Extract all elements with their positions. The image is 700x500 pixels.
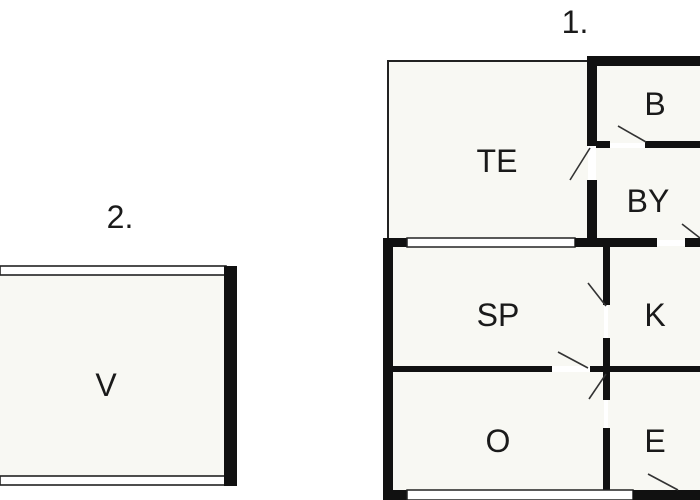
room-e-floor bbox=[608, 372, 700, 490]
wall-sp-o-right bbox=[590, 366, 610, 372]
room-k-floor bbox=[608, 246, 700, 366]
building-1-number: 1. bbox=[562, 4, 589, 40]
room-sp-label: SP bbox=[477, 297, 520, 333]
wall-b-by bbox=[645, 141, 700, 148]
room-v-floor bbox=[0, 268, 232, 484]
door-b bbox=[617, 125, 647, 143]
wall-sp-k-upper bbox=[603, 245, 610, 305]
window-o-bottom bbox=[406, 489, 634, 500]
room-te-floor bbox=[388, 61, 588, 240]
wall-k-e bbox=[608, 366, 700, 372]
room-o-label: O bbox=[486, 423, 511, 459]
room-b-floor bbox=[596, 61, 700, 143]
wall-b-by-left bbox=[596, 141, 610, 148]
room-o-floor bbox=[392, 372, 604, 490]
wall-row1-row2-left bbox=[383, 238, 407, 247]
wall-bottom-right bbox=[633, 490, 700, 500]
building-2: 2. V bbox=[0, 199, 237, 486]
wall-sp-o bbox=[392, 366, 552, 372]
wall-row1-row2-right bbox=[685, 238, 700, 247]
door-by bbox=[681, 223, 700, 239]
room-te-outline bbox=[387, 60, 592, 240]
room-te-label: TE bbox=[477, 143, 518, 179]
wall-row1-row2-mid bbox=[575, 238, 657, 247]
wall-bottom-left bbox=[383, 490, 407, 500]
door-sp-k bbox=[587, 282, 607, 307]
wall-te-b bbox=[587, 56, 597, 146]
room-by-label: BY bbox=[627, 183, 670, 219]
room-e-label: E bbox=[644, 423, 665, 459]
room-sp-floor bbox=[392, 246, 604, 366]
wall-left-sp-o bbox=[383, 238, 393, 500]
building-1: 1. bbox=[383, 4, 700, 500]
window-sp-top bbox=[406, 237, 576, 248]
room-v-window-top bbox=[0, 265, 227, 276]
room-v-window-bottom bbox=[0, 475, 227, 486]
room-v-wall-right bbox=[224, 266, 237, 486]
door-sp bbox=[557, 351, 589, 369]
door-e bbox=[647, 473, 679, 491]
wall-top-b bbox=[587, 56, 700, 66]
door-o bbox=[588, 373, 607, 400]
room-k-label: K bbox=[644, 297, 665, 333]
wall-o-e-upper bbox=[603, 370, 610, 400]
door-te bbox=[569, 147, 591, 181]
building-2-number: 2. bbox=[107, 199, 134, 235]
room-v-label: V bbox=[95, 367, 117, 403]
wall-sp-k-lower bbox=[603, 338, 610, 370]
wall-te-by bbox=[587, 180, 597, 244]
room-b-label: B bbox=[644, 86, 665, 122]
wall-o-e-lower bbox=[603, 428, 610, 500]
